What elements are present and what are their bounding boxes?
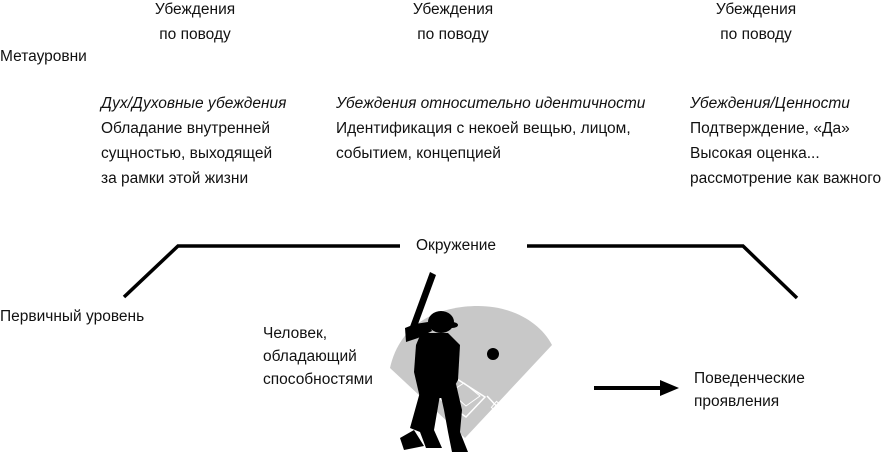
environment-line-left [122,244,400,299]
header-col3-line2: по поводу [720,26,792,43]
primary-level-label: Первичный уровень [0,308,145,325]
column-spiritual-line1: Обладание внутренней [101,120,270,137]
environment-line-right [527,244,799,300]
header-col1-line2: по поводу [159,26,231,43]
column-identity-line2: событием, концепцией [336,145,501,162]
meta-levels-label: Метауровни [0,48,87,65]
header-col2-line1: Убеждения [412,1,494,18]
column-values-line2: Высокая оценка... [690,145,820,162]
column-values-line3: рассмотрение как важного [690,170,882,187]
behavior-label: Поведенческие проявления [694,367,805,413]
header-col2-line2: по поводу [417,26,489,43]
person-label-line2: обладающий [263,348,357,365]
column-spiritual: Дух/Духовные убеждения Обладание внутрен… [101,91,286,191]
column-spiritual-heading: Дух/Духовные убеждения [101,95,287,112]
baseball-icon [487,348,499,360]
header-col3-line1: Убеждения [715,1,797,18]
header-col3: Убеждения по поводу [706,0,806,47]
person-label-line1: Человек, [263,325,328,342]
baseball-batter-silhouette-icon [400,272,468,452]
column-identity: Убеждения относительно идентичности Иден… [336,91,645,166]
environment-label: Окружение [416,237,497,254]
header-col1-line1: Убеждения [154,1,236,18]
column-spiritual-line2: сущностью, выходящей [101,145,273,162]
column-identity-line1: Идентификация с некоей вещью, лицом, [336,120,631,137]
column-values-line1: Подтверждение, «Да» [690,120,850,137]
person-label-line3: способностями [263,371,373,388]
person-label: Человек, обладающий способностями [263,322,373,391]
right-arrow-icon [594,380,679,396]
header-col2: Убеждения по поводу [403,0,503,47]
column-spiritual-line3: за рамки этой жизни [101,170,249,187]
behavior-label-line1: Поведенческие [694,370,805,387]
header-col1: Убеждения по поводу [145,0,245,47]
column-values: Убеждения/Ценности Подтверждение, «Да» В… [690,91,881,191]
behavior-label-line2: проявления [694,393,780,410]
column-values-heading: Убеждения/Ценности [690,95,850,112]
column-identity-heading: Убеждения относительно идентичности [336,95,646,112]
